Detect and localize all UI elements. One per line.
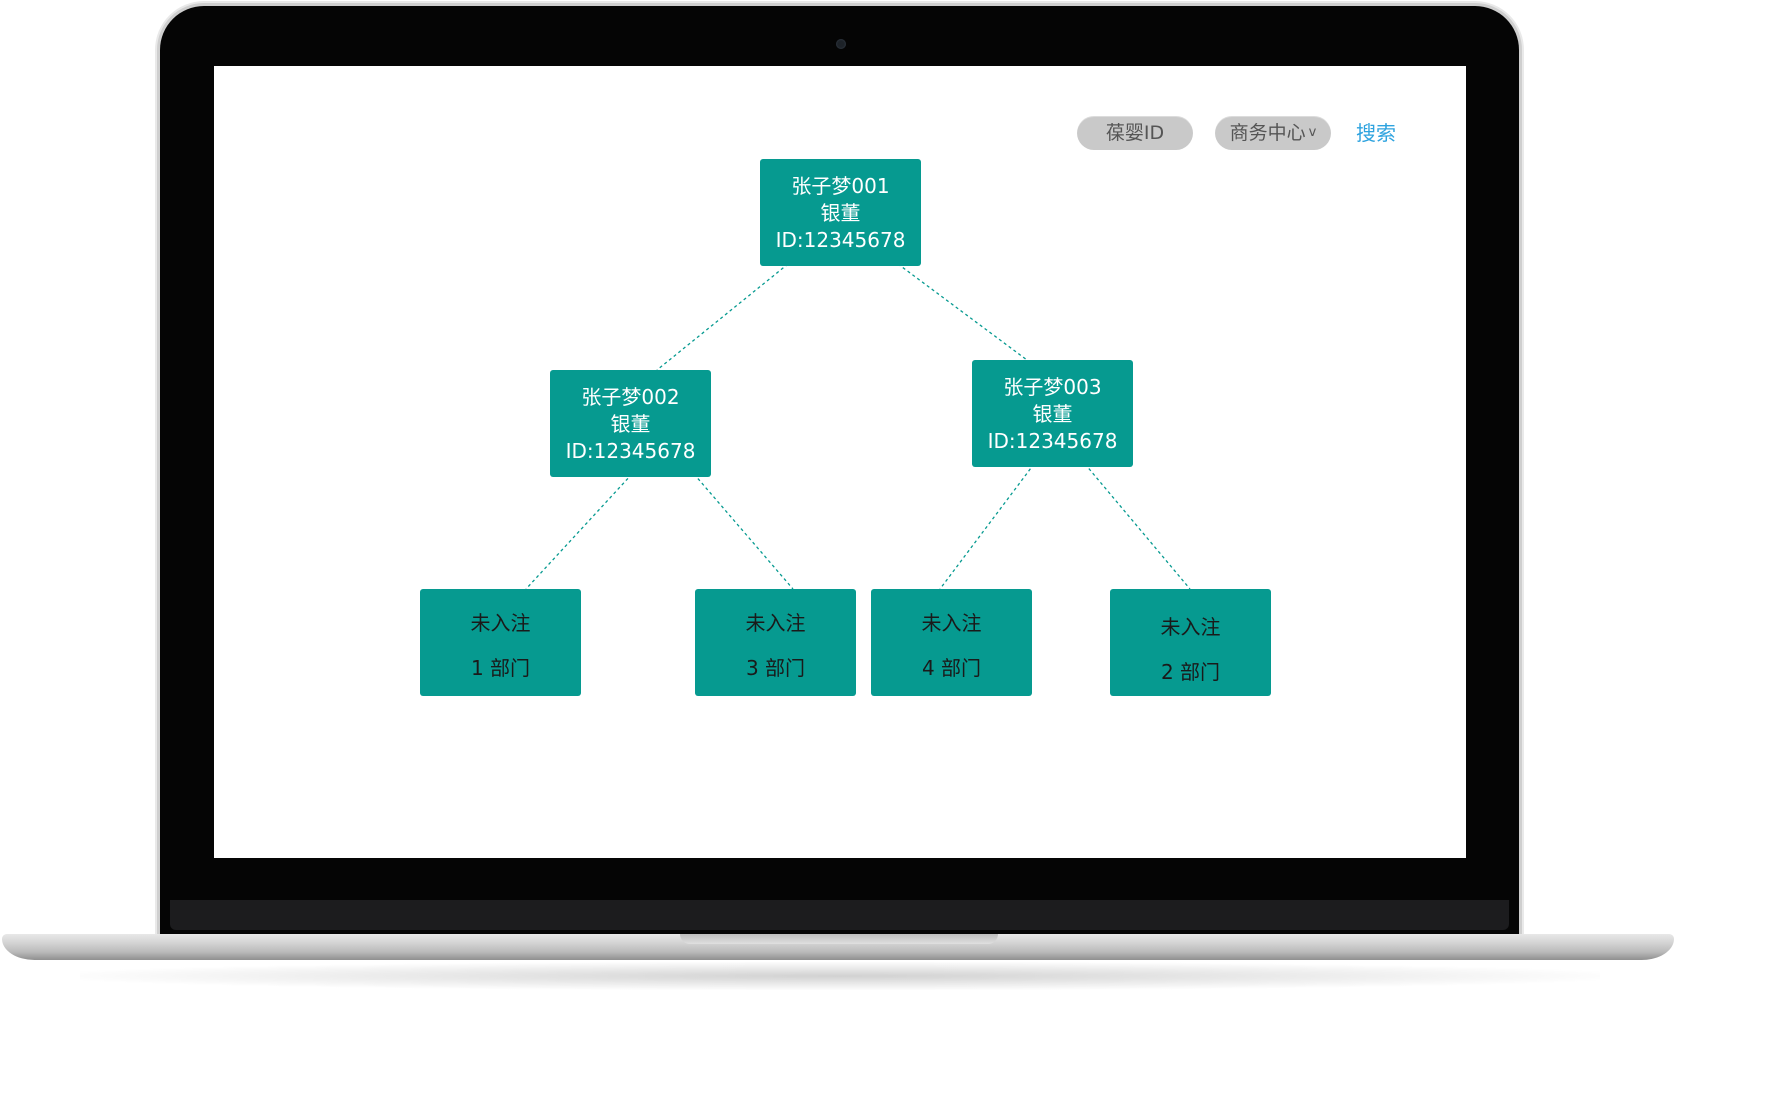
node-name: 张子梦003 (1003, 375, 1102, 399)
tree-leaf[interactable]: 未入注 2 部门 (1110, 589, 1271, 696)
chevron-down-icon: v (1308, 125, 1317, 140)
leaf-status: 未入注 (1160, 615, 1221, 639)
id-pill-button[interactable]: 葆婴ID (1077, 116, 1193, 150)
node-title: 银董 (820, 201, 861, 225)
leaf-status: 未入注 (921, 611, 982, 635)
dept-dropdown-label: 商务中心 (1229, 122, 1306, 144)
node-title: 银董 (610, 412, 651, 436)
tree-node-root[interactable]: 张子梦001 银董 ID:12345678 (760, 159, 921, 266)
tree-links (525, 263, 1191, 590)
node-name: 张子梦002 (581, 385, 680, 409)
leaf-dept: 4 部门 (921, 656, 982, 680)
link-root-left (656, 263, 789, 371)
link-root-right (897, 263, 1028, 361)
node-id: ID:12345678 (987, 429, 1118, 453)
node-id: ID:12345678 (775, 228, 906, 252)
tree-node-right[interactable]: 张子梦003 银董 ID:12345678 (972, 360, 1133, 467)
laptop-bottom-bezel (170, 900, 1509, 930)
search-link[interactable]: 搜索 (1356, 121, 1396, 145)
node-title: 银董 (1032, 402, 1073, 426)
tree-leaf[interactable]: 未入注 4 部门 (871, 589, 1032, 696)
leaf-dept: 1 部门 (470, 656, 531, 680)
leaf-dept: 3 部门 (745, 656, 806, 680)
laptop-shadow (80, 962, 1600, 990)
tree-leaf[interactable]: 未入注 3 部门 (695, 589, 856, 696)
tree-node-left[interactable]: 张子梦002 银董 ID:12345678 (550, 370, 711, 477)
id-pill-label: 葆婴ID (1105, 122, 1165, 144)
leaf-dept: 2 部门 (1160, 660, 1221, 684)
link-left-leaf2 (693, 473, 794, 590)
laptop-notch (680, 934, 998, 944)
link-right-leaf4 (1084, 463, 1191, 590)
link-right-leaf3 (939, 463, 1035, 590)
node-id: ID:12345678 (565, 439, 696, 463)
leaf-status: 未入注 (745, 611, 806, 635)
link-left-leaf1 (525, 473, 633, 590)
node-name: 张子梦001 (791, 174, 890, 198)
tree-leaf[interactable]: 未入注 1 部门 (420, 589, 581, 696)
camera-icon (836, 39, 846, 49)
leaf-status: 未入注 (470, 611, 531, 635)
